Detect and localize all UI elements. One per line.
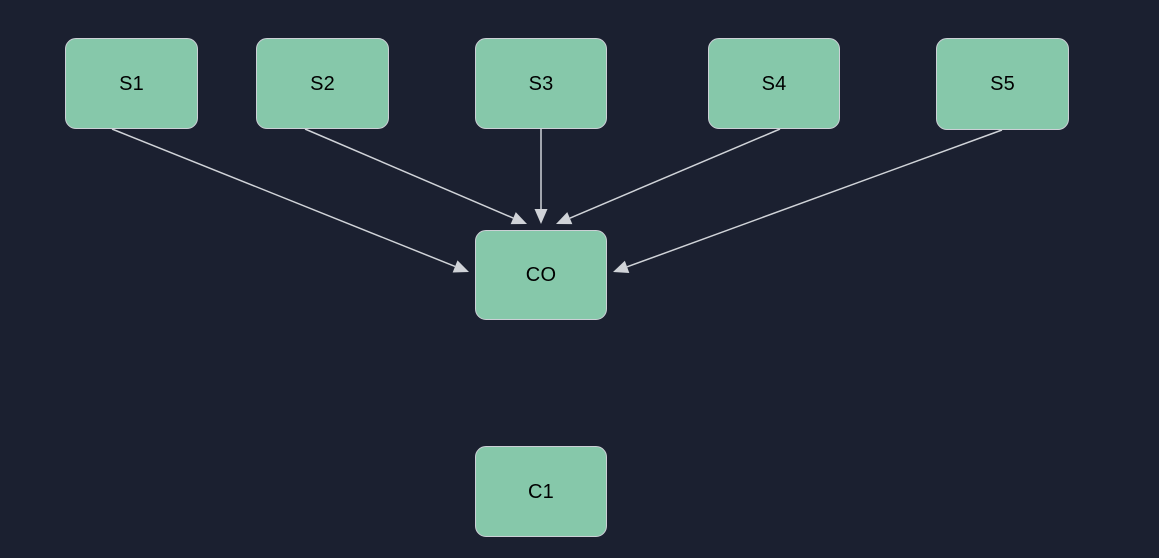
arrowhead-icon [510, 212, 527, 225]
node-co-label: CO [525, 264, 557, 286]
edge-line [626, 129, 1003, 268]
node-s3[interactable]: S3 [475, 38, 607, 129]
edge-line [569, 128, 781, 219]
node-co[interactable]: CO [475, 230, 607, 320]
node-s4[interactable]: S4 [708, 38, 840, 129]
arrowhead-icon [556, 212, 573, 225]
node-s1[interactable]: S1 [65, 38, 198, 129]
node-s5[interactable]: S5 [936, 38, 1069, 130]
edge-s4-to-co [556, 128, 781, 225]
edge-line [304, 128, 514, 219]
edge-s2-to-co [304, 128, 527, 225]
node-s1-label: S1 [119, 72, 144, 95]
node-s4-label: S4 [761, 72, 787, 95]
arrowhead-icon [534, 209, 548, 224]
edge-s1-to-co [111, 128, 469, 273]
arrowhead-icon [613, 260, 630, 273]
node-s3-label: S3 [528, 72, 554, 95]
node-s5-label: S5 [990, 73, 1015, 95]
edge-s3-to-co [534, 129, 548, 224]
edge-s5-to-co [613, 129, 1003, 273]
edge-line [111, 128, 456, 268]
node-c1-label: C1 [528, 480, 554, 503]
node-s2-label: S2 [310, 72, 335, 95]
arrowhead-icon [452, 260, 469, 273]
node-c1[interactable]: C1 [475, 446, 607, 537]
node-s2[interactable]: S2 [256, 38, 389, 129]
